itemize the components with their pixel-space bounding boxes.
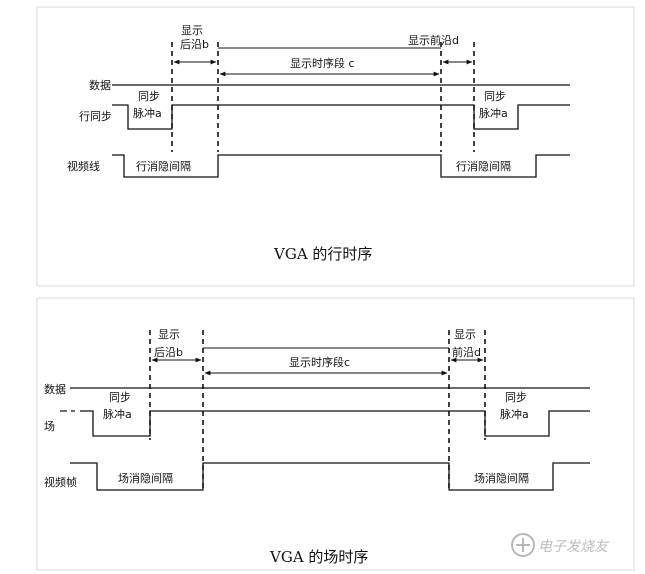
field-data-label: 数据 <box>44 382 66 396</box>
row-timing-frame <box>36 6 635 287</box>
field-timing-frame <box>36 297 635 571</box>
field-sync-pulse-left-2: 脉冲a <box>103 407 132 421</box>
field-video-signal <box>70 462 590 491</box>
field-video-frame-label: 视频帧 <box>44 475 77 489</box>
row-sync-pulse-left-2: 脉冲a <box>133 106 162 120</box>
row-sync-pulse-right-2: 脉冲a <box>479 106 508 120</box>
row-hsync-signal <box>112 104 570 130</box>
row-hsync-label: 行同步 <box>79 110 112 123</box>
row-back-porch-label-2: 后沿b <box>180 38 209 51</box>
row-back-porch-label-1: 显示 <box>181 24 203 37</box>
field-vsync-signal <box>80 410 590 437</box>
field-vsync-label: 场 <box>44 419 55 433</box>
field-sync-pulse-right-1: 同步 <box>505 391 527 404</box>
field-blanking-right-label: 场消隐间隔 <box>474 471 529 485</box>
row-display-segment-label: 显示时序段 c <box>290 56 355 70</box>
watermark-text: 电子发烧友 <box>538 539 610 555</box>
field-timing-caption: VGA 的场时序 <box>269 548 368 566</box>
row-video-signal <box>112 154 570 178</box>
field-timing-diagram: 显示 后沿b 显示 前沿d 显示时序段c 数据 场 同步 脉冲a 同步 脉冲a … <box>44 328 590 566</box>
row-data-label: 数据 <box>89 78 111 92</box>
field-blanking-left-label: 场消隐间隔 <box>118 471 173 485</box>
row-sync-pulse-right-1: 同步 <box>484 90 506 103</box>
field-sync-pulse-right-2: 脉冲a <box>500 407 529 421</box>
watermark: 电子发烧友 <box>511 533 610 557</box>
electronics-logo-icon <box>511 533 535 557</box>
field-back-porch-label-1: 显示 <box>158 328 180 341</box>
row-front-porch-label: 显示前沿d <box>408 33 459 47</box>
field-front-porch-label-1: 显示 <box>454 328 476 341</box>
field-display-segment-label: 显示时序段c <box>289 355 350 369</box>
row-timing-caption: VGA 的行时序 <box>273 245 372 263</box>
row-blanking-left-label: 行消隐间隔 <box>136 159 191 173</box>
field-sync-pulse-left-1: 同步 <box>109 391 131 404</box>
row-sync-pulse-left-1: 同步 <box>138 90 160 103</box>
field-back-porch-label-2: 后沿b <box>154 346 183 359</box>
row-timing-diagram: 显示 后沿b 显示时序段 c 显示前沿d 数据 行同步 同步 脉冲a 同步 脉冲… <box>67 24 570 263</box>
field-front-porch-label-2: 前沿d <box>452 345 481 359</box>
row-blanking-right-label: 行消隐间隔 <box>456 159 511 173</box>
row-video-line-label: 视频线 <box>67 159 100 173</box>
